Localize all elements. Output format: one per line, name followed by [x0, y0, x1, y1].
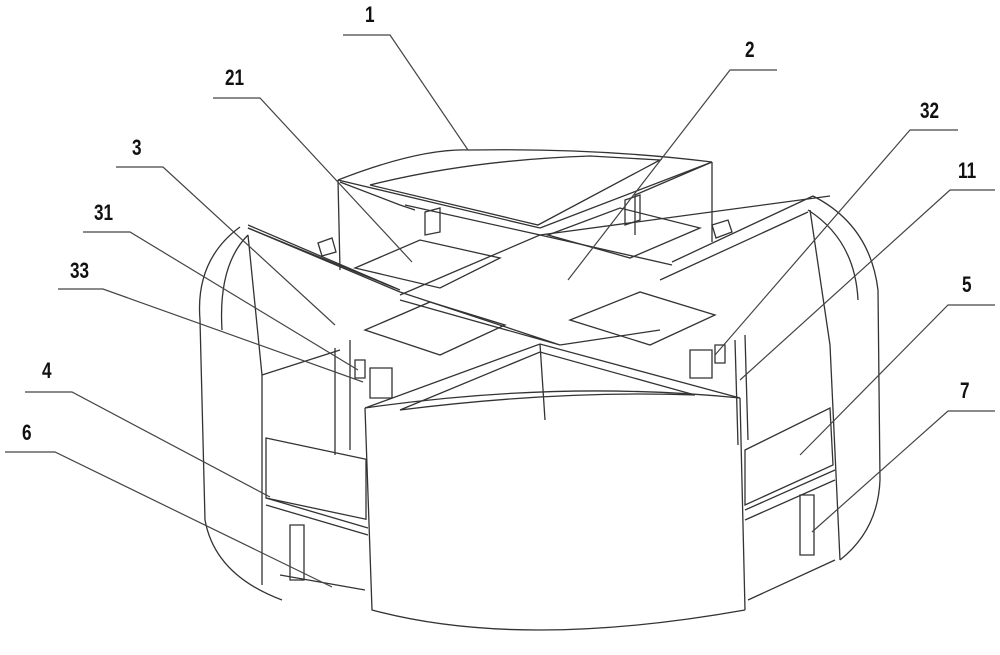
- callout-label-1: 1: [365, 2, 375, 27]
- cross-partition: [248, 162, 830, 345]
- compartments: [355, 208, 715, 355]
- callout-label-32: 32: [920, 98, 940, 123]
- top-connectors: [318, 195, 732, 256]
- callout-label-21: 21: [225, 65, 245, 90]
- right-quadrant: [660, 196, 880, 560]
- callout-label-31: 31: [94, 200, 114, 225]
- back-quadrant: [338, 150, 712, 270]
- callout-label-2: 2: [745, 37, 755, 62]
- callout-label-7: 7: [960, 378, 970, 403]
- left-quadrant: [200, 227, 401, 600]
- callout-leaders: [5, 35, 995, 587]
- callout-label-33: 33: [70, 258, 90, 283]
- callout-label-11: 11: [958, 158, 977, 183]
- right-tray-assembly: [690, 335, 835, 600]
- callout-label-4: 4: [42, 358, 52, 383]
- callout-label-3: 3: [132, 135, 142, 160]
- left-tray-assembly: [266, 340, 392, 590]
- callout-label-6: 6: [22, 420, 32, 445]
- front-quadrant: [365, 344, 745, 630]
- callout-label-5: 5: [962, 272, 972, 297]
